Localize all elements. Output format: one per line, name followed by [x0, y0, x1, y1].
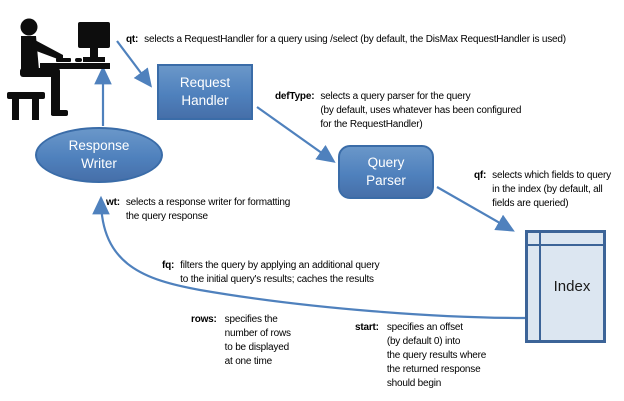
node-index: Index	[525, 230, 606, 343]
annotation-start: start: specifies an offset(by default 0)…	[355, 321, 486, 391]
param-deftype: defType:	[275, 91, 315, 102]
annotation-qt-text: selects a RequestHandler for a query usi…	[144, 34, 566, 45]
user-at-computer-icon	[6, 8, 112, 120]
arrow-user-to-request-handler	[116, 40, 152, 88]
annotation-qt: qt: selects a RequestHandler for a query…	[126, 33, 566, 47]
person-silhouette	[7, 18, 110, 120]
annotation-deftype-text: selects a query parser for the query(by …	[320, 91, 522, 130]
annotation-deftype: defType: selects a query parser for the …	[275, 90, 521, 132]
annotation-fq-text: filters the query by applying an additio…	[180, 260, 380, 285]
annotation-wt-text: selects a response writer for formatting…	[125, 197, 291, 222]
param-start: start:	[355, 322, 379, 333]
index-label: Index	[553, 278, 591, 295]
index-top-rule	[528, 244, 603, 246]
param-qt: qt:	[126, 34, 139, 45]
param-fq: fq:	[162, 260, 175, 271]
annotation-wt: wt: selects a response writer for format…	[106, 196, 290, 224]
param-qf: qf:	[474, 170, 487, 181]
index-left-rule	[539, 233, 541, 340]
param-wt: wt:	[106, 197, 120, 208]
param-rows: rows:	[191, 314, 217, 325]
annotation-fq: fq: filters the query by applying an add…	[162, 259, 380, 287]
